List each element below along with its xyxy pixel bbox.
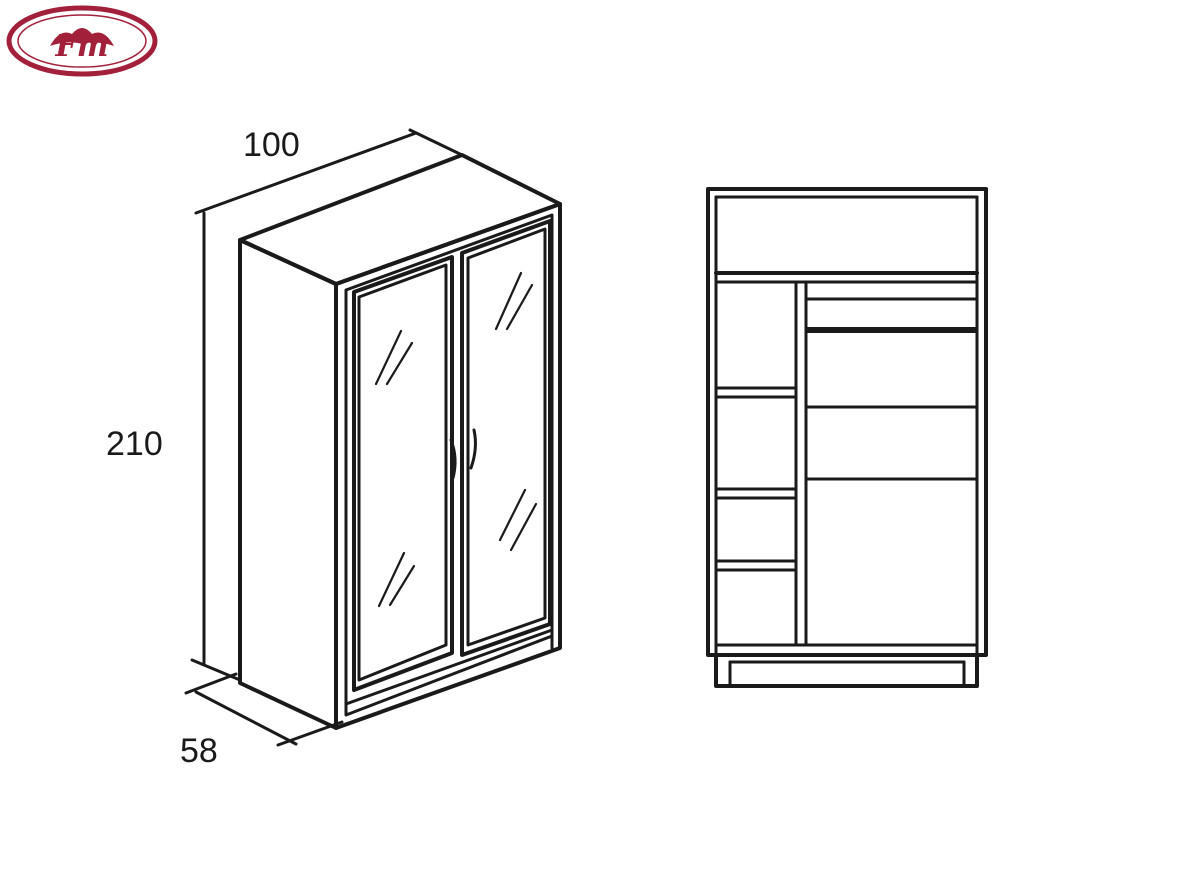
logo-swoosh-icon	[50, 28, 114, 46]
left-door-handle-icon	[449, 438, 457, 480]
right-door	[460, 219, 552, 657]
right-door-handle-icon	[469, 428, 477, 470]
logo-text: Fm	[54, 29, 108, 64]
glass-reflection-icon	[374, 271, 538, 608]
hanging-rail	[806, 327, 977, 333]
brand-logo: Fm	[6, 5, 158, 77]
dimension-lines	[184, 128, 464, 747]
dimension-height-label: 210	[106, 425, 163, 463]
plinth	[714, 653, 979, 688]
wardrobe-interior-view	[706, 187, 988, 688]
left-shelves	[714, 386, 798, 572]
wardrobe-isometric-view	[238, 153, 562, 730]
dimension-depth-label: 58	[180, 732, 218, 770]
right-compartment	[804, 297, 979, 481]
dimension-width-label: 100	[243, 126, 300, 164]
left-door	[352, 255, 454, 692]
